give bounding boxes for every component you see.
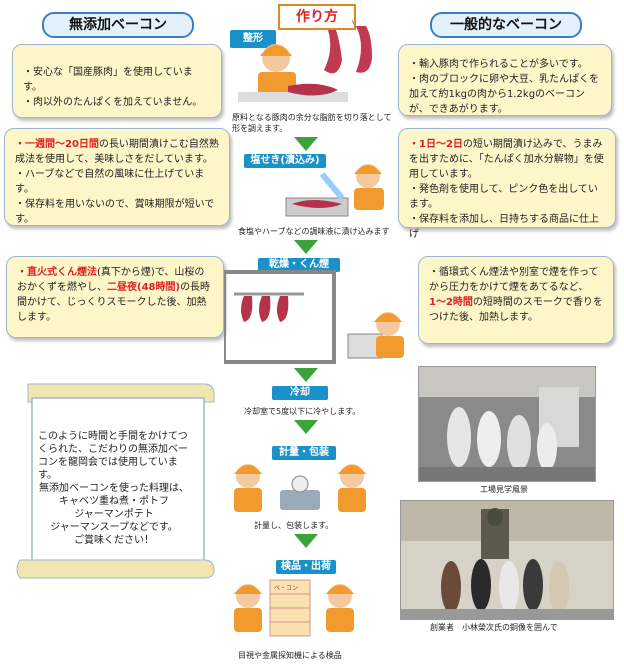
step-kenpin-tag: 検品・出荷 (276, 560, 336, 574)
right-card-2-text-3: ・保存料を添加し、日持ちする商品に仕上げ (409, 214, 599, 240)
right-card-3-text-1: の短時間のスモークで香りをつけた後、加熱します。 (429, 297, 603, 323)
step-kenpin-caption: 目視や金属探知機による検品 (238, 651, 342, 660)
right-card-2-text-1: の短い期間漬け込みで、うまみを出すために、「たんぱく加水分解物」を使用しています… (409, 139, 604, 180)
step-keiryou-tag: 計量・包装 (272, 446, 336, 460)
step-kansou-tag: 乾燥・くん煙 (258, 258, 340, 272)
scroll-text-line-2: 無添加ベーコンを使った料理は、 (39, 483, 189, 494)
left-card-1-line-2: ・肉以外のたんぱくを加えていません。 (23, 97, 203, 108)
right-card-1: ・輸入豚肉で作られることが多いです。 ・肉のブロックに卵や大豆、乳たんぱくを加え… (398, 44, 612, 116)
scroll-text-line-4: ジャーマンポテト (74, 509, 154, 520)
left-card-2-red: ・一週間〜20日間 (15, 139, 99, 150)
flow-arrow-3 (294, 368, 318, 382)
step-seikei-tag: 整形 (230, 30, 276, 48)
right-card-2-text-2: ・発色剤を使用して、ピンク色を出しています。 (409, 184, 598, 210)
center-title: 作り方 (278, 4, 356, 30)
flow-arrow-1 (294, 137, 318, 151)
kenpin-illustration (234, 579, 354, 637)
right-card-2-red: ・1日〜2日 (409, 139, 463, 150)
left-title: 無添加ベーコン (42, 12, 194, 38)
flow-arrow-2 (294, 240, 318, 254)
left-card-3-red-2: 二昼夜(48時間) (107, 282, 181, 293)
step-reikyaku-caption: 冷却室で5度以下に冷やします。 (244, 407, 361, 416)
scroll-text-line-5: ジャーマンスープなどです。 (50, 522, 178, 533)
seikei-illustration (238, 20, 372, 102)
step-reikyaku-tag: 冷却 (272, 386, 328, 400)
step-shioseki-caption: 食塩やハーブなどの調味液に漬け込みます (238, 227, 390, 236)
right-card-3: ・循環式くん煙法や別室で煙を作ってから圧力をかけて煙をあてるなど、 1〜2時間の短… (418, 256, 614, 344)
scroll-text-line-3: キャベツ重ね煮・ポトフ (59, 496, 169, 507)
factory-tour-photo (418, 366, 596, 482)
right-card-3-text-0: ・循環式くん煙法や別室で煙を作ってから圧力をかけて煙をあてるなど、 (429, 267, 599, 293)
kansou-illustration (224, 270, 404, 364)
left-card-3-text-2: の長時間かけて、じっくりスモークした後、加熱します。 (17, 282, 211, 323)
step-shioseki-tag: 塩せき(漬込み) (244, 154, 326, 168)
left-card-1-line-1: ・安心な「国産豚肉」を使用しています。 (23, 67, 193, 93)
scroll-text: このように時間と手間をかけてつくられた、こだわりの無添加ベーコンを龍岡会では使用… (38, 430, 190, 547)
left-card-2-text-1: の長い期間漬けこむ自然熟成法を使用して、美味しさをだしています。 (15, 139, 219, 165)
left-card-3-red-1: ・直火式くん煙法 (17, 267, 97, 278)
keiryou-illustration (234, 464, 366, 512)
left-card-3-text-1: (真下から煙)で、山桜のおかくずを燃やし、 (17, 267, 205, 293)
scroll-frame (16, 383, 215, 579)
statue-group-photo (400, 500, 614, 620)
scroll-text-line-1: このように時間と手間をかけてつくられた、こだわりの無添加ベーコンを龍岡会では使用… (38, 431, 188, 481)
factory-tour-caption: 工場見学風景 (480, 485, 528, 494)
scroll-text-line-6: ご賞味ください！ (74, 535, 154, 546)
right-card-3-red: 1〜2時間 (429, 297, 473, 308)
left-card-2-text-2: ・ハーブなどで自然の風味に仕上げています。 (15, 169, 205, 195)
right-card-1-line-2: ・肉のブロックに卵や大豆、乳たんぱくを加えて約1kgの肉から1.2kgのベーコン… (409, 74, 599, 115)
flow-arrow-5 (294, 534, 318, 548)
right-card-2: ・1日〜2日の短い期間漬け込みで、うまみを出すために、「たんぱく加水分解物」を使… (398, 128, 616, 240)
shioseki-illustration (285, 164, 384, 217)
right-title: 一般的なベーコン (430, 12, 582, 38)
left-card-2-text-3: ・保存料を用いないので、賞味期限が短いです。 (15, 199, 215, 225)
statue-group-caption: 創業者 小林榮次氏の銅像を囲んで (430, 623, 558, 632)
flow-arrow-4 (294, 420, 318, 434)
step-seikei-caption: 原料となる豚肉の余分な脂肪を切り落として形を調えます。 (232, 113, 392, 133)
right-card-1-line-1: ・輸入豚肉で作られることが多いです。 (409, 59, 588, 70)
box-label: ベ・コン (274, 585, 299, 592)
left-card-3: ・直火式くん煙法(真下から煙)で、山桜のおかくずを燃やし、二昼夜(48時間)の長… (6, 256, 224, 338)
left-card-1: ・安心な「国産豚肉」を使用しています。 ・肉以外のたんぱくを加えていません。 (12, 44, 222, 118)
step-keiryou-caption: 計量し、包装します。 (254, 521, 334, 530)
left-card-2: ・一週間〜20日間の長い期間漬けこむ自然熟成法を使用して、美味しさをだしています… (4, 128, 230, 226)
